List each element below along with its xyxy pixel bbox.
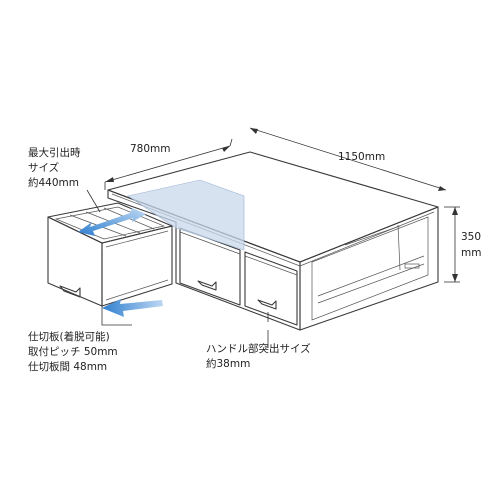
- side-opening: [311, 216, 429, 321]
- drawer-front-right: [244, 251, 298, 326]
- leader-partition: [101, 250, 132, 326]
- max-pull-line-1: 最大引出時: [28, 147, 81, 159]
- partition-line-2: 取付ピッチ 50mm: [28, 346, 118, 358]
- drawer-handle-middle: [197, 280, 217, 291]
- handle-line-2: 約38mm: [206, 358, 251, 370]
- depth-label: 780mm: [130, 143, 171, 155]
- handle-line-1: ハンドル部突出サイズ: [206, 343, 311, 355]
- drawer-side: [101, 225, 173, 307]
- partition-arrow: [78, 208, 146, 236]
- width-dim-line: [249, 127, 447, 191]
- cabinet-side: [299, 206, 439, 331]
- max-pull-line-3: 約440mm: [28, 177, 79, 189]
- partition-line-3: 仕切板間 48mm: [28, 361, 108, 373]
- drawer-handle-right: [257, 299, 277, 310]
- drawer-front-middle: [179, 227, 241, 306]
- drawer-handle-pulled: [59, 285, 81, 298]
- extension-panel: [127, 179, 245, 251]
- partition-line-1: 仕切板(着脱可能): [28, 331, 110, 343]
- dimension-lines: [86, 127, 460, 348]
- depth-dim-line: [104, 145, 231, 183]
- height-unit-label: mm: [461, 247, 482, 259]
- width-label: 1150mm: [338, 151, 386, 163]
- pulled-drawer: [47, 202, 173, 307]
- max-pull-line-2: サイズ: [28, 162, 60, 174]
- pull-arrow: [102, 299, 163, 317]
- height-value-label: 350: [461, 231, 482, 243]
- leader-max-pull: [86, 189, 101, 213]
- drawer-fronts: [179, 227, 298, 326]
